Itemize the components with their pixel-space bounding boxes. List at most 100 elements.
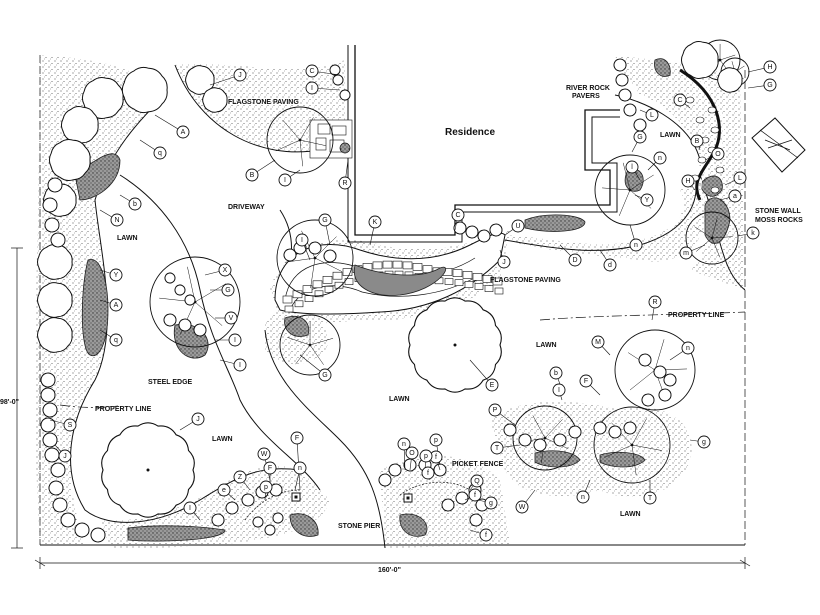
key-letter: q [158, 150, 162, 157]
key-letter: W [261, 451, 268, 458]
key-callout: N [99, 209, 124, 227]
flagstone [284, 305, 294, 313]
shrub [283, 248, 297, 262]
key-letter: I [284, 177, 286, 184]
key-letter: d [608, 262, 612, 269]
shrub [663, 373, 677, 387]
key-callout: Y [634, 193, 654, 207]
key-letter: G [637, 134, 642, 141]
shrub [178, 318, 192, 332]
flagstone [292, 290, 303, 299]
label-lawn-top-right: LAWN [660, 132, 681, 139]
label-property-line-right: PROPERTY LINE [668, 312, 725, 319]
key-letter: I [558, 387, 560, 394]
flagstone [304, 295, 314, 303]
key-letter: X [223, 267, 228, 274]
label-property-line-left: PROPERTY LINE [95, 406, 152, 413]
flagstone [382, 260, 393, 269]
tree [408, 297, 502, 393]
key-callout: q [139, 139, 167, 160]
key-letter: O [715, 151, 721, 158]
key-callout: f [464, 488, 482, 502]
flagstone [302, 285, 313, 294]
key-callout: W [515, 489, 536, 514]
shrub-clump [37, 282, 73, 318]
flagstone [444, 278, 454, 285]
key-callout: I [305, 81, 341, 95]
dimensions: 160'-0" 98'-0" [0, 247, 751, 574]
key-letter: G [322, 372, 327, 379]
plan-labels: FLAGSTONE PAVING DRIVEWAY LAWN LAWN LAWN… [95, 85, 803, 530]
key-callout: S [49, 418, 77, 432]
key-letter: G [225, 287, 230, 294]
shrub [44, 217, 60, 233]
label-flagstone-mid: FLAGSTONE PAVING [490, 277, 561, 284]
shrub [174, 284, 186, 296]
river-rock [710, 186, 720, 194]
shrub [42, 432, 58, 448]
site-linework [39, 55, 746, 549]
key-letter: Y [645, 197, 650, 204]
flagstone [484, 285, 494, 292]
key-letter: B [250, 172, 255, 179]
shrub [47, 177, 63, 193]
key-letter: F [295, 435, 299, 442]
dimension-vertical: 98'-0" [0, 399, 19, 406]
key-callout: T [643, 480, 657, 505]
key-callout: b [119, 194, 142, 211]
key-callout: I [552, 383, 566, 401]
flagstone [412, 263, 423, 271]
key-letter: f [474, 492, 476, 499]
key-callout: I [219, 358, 247, 372]
label-stone-wall: STONE WALL [755, 208, 801, 215]
key-letter: l [631, 164, 633, 171]
shrub [623, 421, 637, 435]
label-river-rock: RIVER ROCK [566, 85, 610, 92]
key-letter: p [424, 453, 428, 460]
key-letter: g [702, 439, 706, 446]
shrub [323, 249, 337, 263]
key-callout: W [257, 447, 271, 481]
shrub-clump [81, 77, 124, 119]
label-stone-pier: STONE PIER [338, 523, 380, 530]
key-callout: F [579, 374, 601, 396]
shrub [50, 232, 66, 248]
key-letter: f [427, 470, 429, 477]
key-callout: f [469, 528, 493, 542]
key-letter: C [677, 97, 682, 104]
key-letter: D [572, 257, 577, 264]
key-letter: N [114, 217, 119, 224]
shrub [533, 438, 547, 452]
key-callout: p [419, 449, 433, 471]
key-callout: J [209, 68, 247, 86]
shrub [332, 74, 344, 86]
label-flagstone-top: FLAGSTONE PAVING [228, 99, 299, 106]
key-callout: m [679, 244, 706, 260]
shrub [272, 512, 284, 524]
label-pavers: PAVERS [572, 93, 600, 100]
key-callout: H [681, 174, 696, 191]
key-callout: I [278, 169, 301, 187]
flagstone [474, 283, 484, 290]
residence-outline: Residence [347, 45, 620, 243]
key-callout: A [99, 298, 123, 312]
key-callout: B [690, 134, 704, 151]
flagstone [482, 275, 493, 283]
key-callout: e [217, 483, 236, 501]
shrub [613, 58, 627, 72]
flagstone [452, 269, 463, 278]
shrub [252, 516, 264, 528]
shrub [184, 294, 196, 306]
shrub [641, 393, 655, 407]
shrub [50, 462, 66, 478]
label-lawn-bottom-right: LAWN [620, 511, 641, 518]
key-letter: J [238, 72, 242, 79]
key-letter: k [751, 230, 755, 237]
shrub [193, 323, 207, 337]
key-callout: V [215, 311, 238, 325]
key-callout: n [293, 461, 307, 491]
key-callout: Y [99, 268, 123, 282]
shrub-clump [121, 66, 168, 114]
key-callout: q [99, 329, 123, 347]
